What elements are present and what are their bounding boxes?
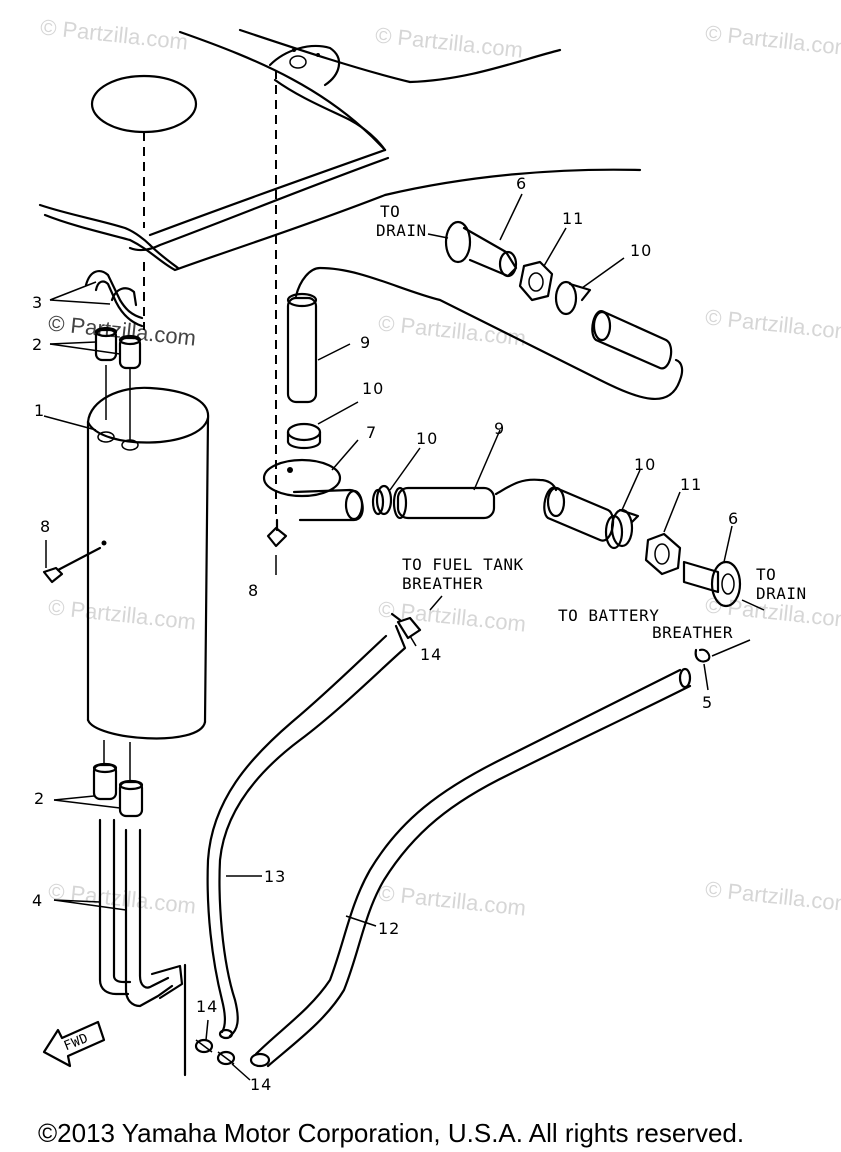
cylinder-tank: [86, 386, 210, 740]
callout-10: 10: [416, 429, 439, 448]
callout-2: 2: [34, 789, 46, 808]
callout-9: 9: [360, 333, 372, 352]
label-to-drain-right: DRAIN: [756, 584, 807, 603]
hose-clip-upper: [390, 612, 422, 640]
clamp-top: [554, 280, 592, 316]
label-battery-breather: BREATHER: [652, 623, 734, 642]
callout-12: 12: [378, 919, 401, 938]
callout-14: 14: [196, 997, 219, 1016]
label-fuel-tank-breather: BREATHER: [402, 574, 484, 593]
callout-5: 5: [702, 693, 714, 712]
callout-10: 10: [630, 241, 653, 260]
label-to-drain-top: TO: [380, 202, 401, 221]
label-fuel-tank-breather: TO FUEL TANK: [402, 555, 524, 574]
rubber-joints-lower: [92, 762, 144, 818]
lower-tubes: [98, 818, 184, 1008]
leader-lines: [43, 193, 765, 1081]
hose-segment-right: [543, 486, 615, 542]
clamp-upper: [286, 422, 322, 450]
thin-tube: [294, 266, 684, 401]
callout-2: 2: [32, 335, 44, 354]
thin-tube: [494, 478, 558, 496]
hose-clip-lower-a: [194, 1038, 214, 1054]
nut-right: [644, 532, 682, 576]
callout-14: 14: [250, 1075, 273, 1094]
breather-hose-12: [249, 667, 692, 1068]
callout-6: 6: [516, 174, 528, 193]
label-to-drain-right: TO: [756, 565, 777, 584]
hose-segment-upper: [286, 292, 318, 404]
callout-10: 10: [362, 379, 385, 398]
hatch-opening: [90, 74, 198, 134]
callout-8: 8: [248, 581, 260, 600]
callout-4: 4: [32, 891, 44, 910]
copyright-text: ©2013 Yamaha Motor Corporation, U.S.A. A…: [38, 1118, 745, 1148]
screw-center: [266, 518, 288, 548]
callout-14: 14: [420, 645, 443, 664]
drain-fitting-top: [444, 220, 518, 278]
clamp-right: [604, 508, 640, 550]
vent-tube-bends: [84, 270, 144, 328]
callout-9: 9: [494, 419, 506, 438]
screw-left: [42, 546, 102, 584]
callout-8: 8: [40, 517, 52, 536]
hull-outline: [38, 28, 642, 272]
callout-7: 7: [366, 423, 378, 442]
callout-11: 11: [680, 475, 703, 494]
clip-5: [694, 648, 711, 663]
callout-3: 3: [32, 293, 44, 312]
drain-fitting-right: [682, 560, 742, 608]
callout-6: 6: [728, 509, 740, 528]
callout-1: 1: [34, 401, 46, 420]
clamp-middle: [371, 484, 393, 516]
rubber-joints-upper: [94, 326, 142, 370]
hose-segment-top-right: [591, 310, 673, 370]
label-battery-breather: TO BATTERY: [558, 606, 660, 625]
breather-hose-13: [206, 624, 407, 1040]
fitting-plate: [262, 458, 364, 522]
hose-segment-middle: [392, 486, 496, 520]
fwd-arrow: [42, 1020, 106, 1068]
callout-10: 10: [634, 455, 657, 474]
callout-11: 11: [562, 209, 585, 228]
callout-13: 13: [264, 867, 287, 886]
hose-clip-lower-b: [216, 1050, 236, 1066]
nut-top: [518, 260, 554, 302]
label-to-drain-top: DRAIN: [376, 221, 427, 240]
